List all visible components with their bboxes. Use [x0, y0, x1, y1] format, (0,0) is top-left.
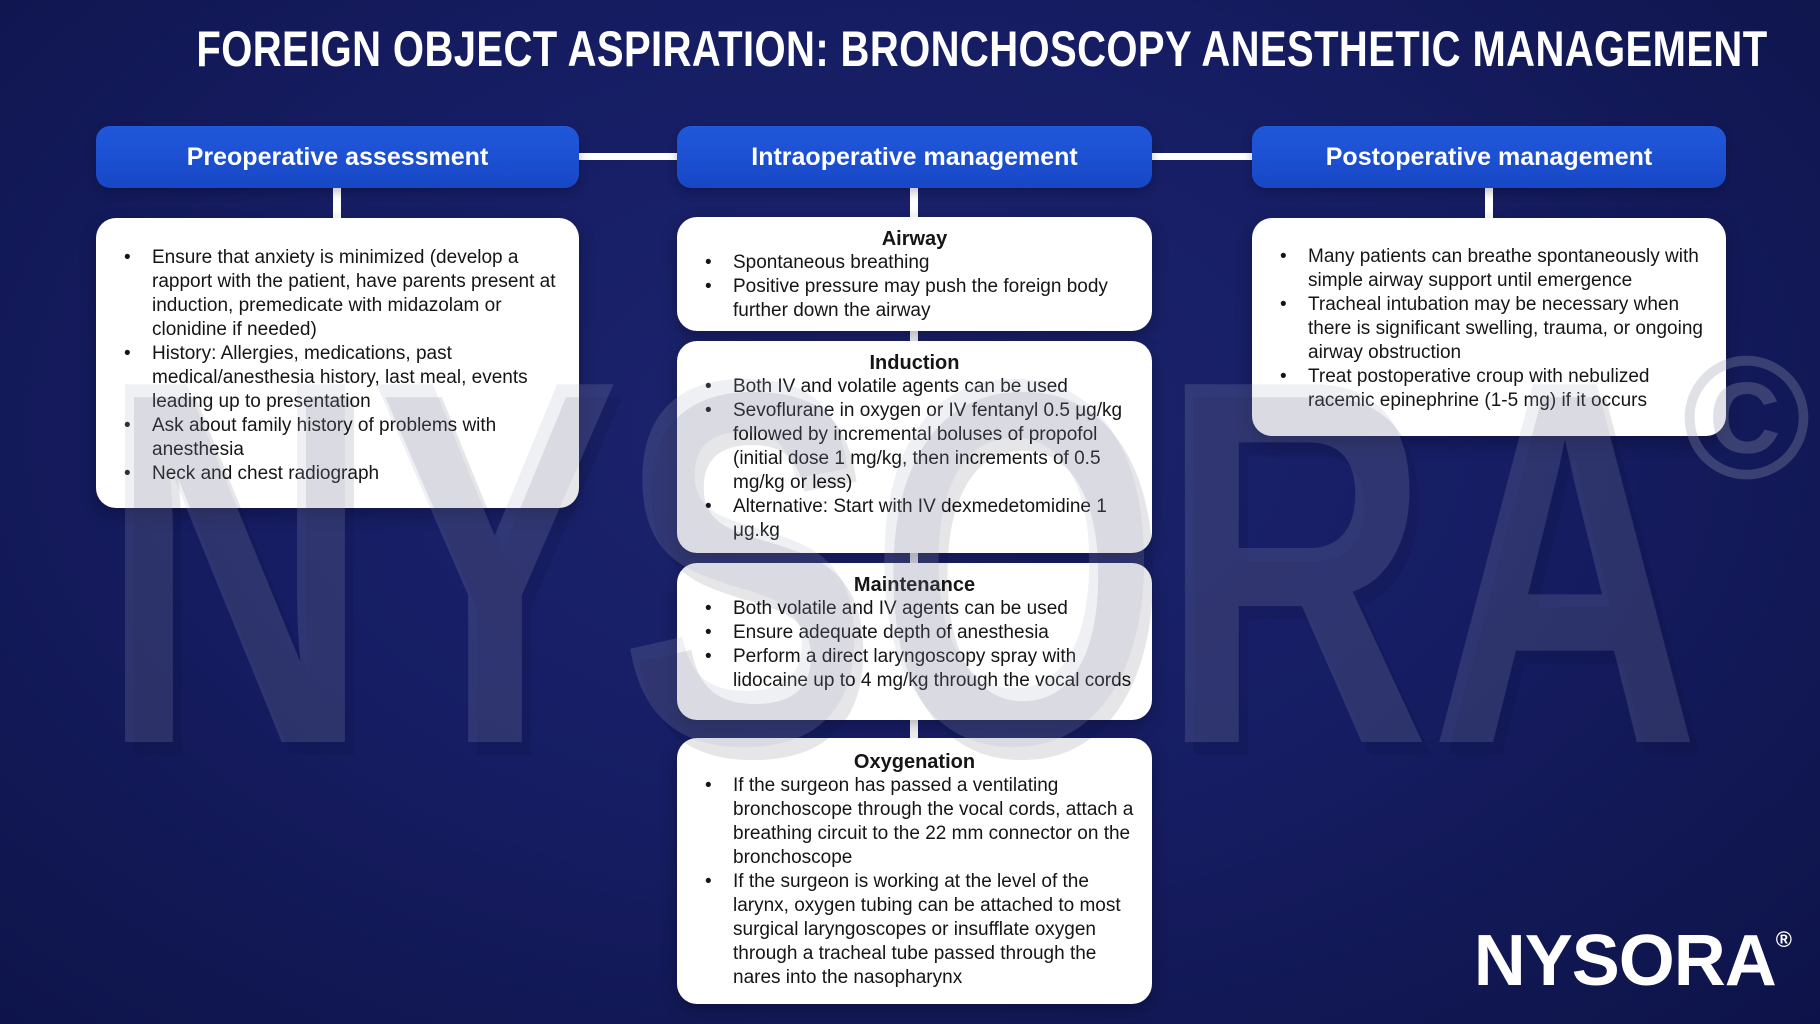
registered-mark-icon: ® [1775, 927, 1792, 952]
list-item: Treat postoperative croup with nebulized… [1252, 365, 1726, 413]
list-item: Spontaneous breathing [677, 251, 1152, 275]
section-title: Airway [881, 228, 948, 250]
logo-text: NYSORA [1473, 921, 1777, 1001]
bullet-list: Ensure that anxiety is minimized (develo… [96, 246, 579, 486]
list-item: Many patients can breathe spontaneously … [1252, 245, 1726, 293]
list-item: Both volatile and IV agents can be used [677, 597, 1152, 621]
nysora-logo: NYSORA® [1474, 920, 1792, 1002]
connector-horizontal-left [577, 153, 679, 160]
list-item: Both IV and volatile agents can be used [677, 375, 1152, 399]
card-postoperative-management: Many patients can breathe spontaneously … [1252, 218, 1726, 436]
header-label: Intraoperative management [751, 142, 1078, 171]
list-item: History: Allergies, medications, past me… [96, 342, 579, 414]
card-induction: Induction Both IV and volatile agents ca… [677, 341, 1152, 553]
list-item: Neck and chest radiograph [96, 462, 579, 486]
list-item: Ensure that anxiety is minimized (develo… [96, 246, 579, 342]
list-item: If the surgeon is working at the level o… [677, 870, 1152, 990]
section-title: Induction [869, 352, 960, 374]
bullet-list: Spontaneous breathing Positive pressure … [677, 251, 1152, 323]
list-item: Alternative: Start with IV dexmedetomidi… [677, 495, 1152, 543]
card-oxygenation: Oxygenation If the surgeon has passed a … [677, 738, 1152, 1004]
page-title: FOREIGN OBJECT ASPIRATION: BRONCHOSCOPY … [196, 21, 1768, 77]
bullet-list: Both IV and volatile agents can be used … [677, 375, 1152, 543]
bullet-list: If the surgeon has passed a ventilating … [677, 774, 1152, 990]
title-bar: FOREIGN OBJECT ASPIRATION: BRONCHOSCOPY … [0, 20, 1820, 78]
connector-vertical-preoperative [333, 186, 341, 222]
section-title: Maintenance [853, 574, 976, 596]
list-item: Sevoflurane in oxygen or IV fentanyl 0.5… [677, 399, 1152, 495]
list-item: Tracheal intubation may be necessary whe… [1252, 293, 1726, 365]
card-airway: Airway Spontaneous breathing Positive pr… [677, 217, 1152, 331]
bullet-list: Both volatile and IV agents can be used … [677, 597, 1152, 693]
header-preoperative-assessment: Preoperative assessment [96, 126, 579, 188]
header-postoperative-management: Postoperative management [1252, 126, 1726, 188]
header-label: Preoperative assessment [186, 142, 489, 171]
connector-horizontal-right [1150, 153, 1254, 160]
list-item: Perform a direct laryngoscopy spray with… [677, 645, 1152, 693]
list-item: If the surgeon has passed a ventilating … [677, 774, 1152, 870]
list-item: Positive pressure may push the foreign b… [677, 275, 1152, 323]
header-intraoperative-management: Intraoperative management [677, 126, 1152, 188]
bullet-list: Many patients can breathe spontaneously … [1252, 245, 1726, 413]
connector-vertical-postoperative [1485, 186, 1493, 222]
header-label: Postoperative management [1325, 142, 1653, 171]
card-maintenance: Maintenance Both volatile and IV agents … [677, 563, 1152, 720]
list-item: Ensure adequate depth of anesthesia [677, 621, 1152, 645]
card-preoperative-assessment: Ensure that anxiety is minimized (develo… [96, 218, 579, 508]
list-item: Ask about family history of problems wit… [96, 414, 579, 462]
section-title: Oxygenation [853, 751, 976, 773]
